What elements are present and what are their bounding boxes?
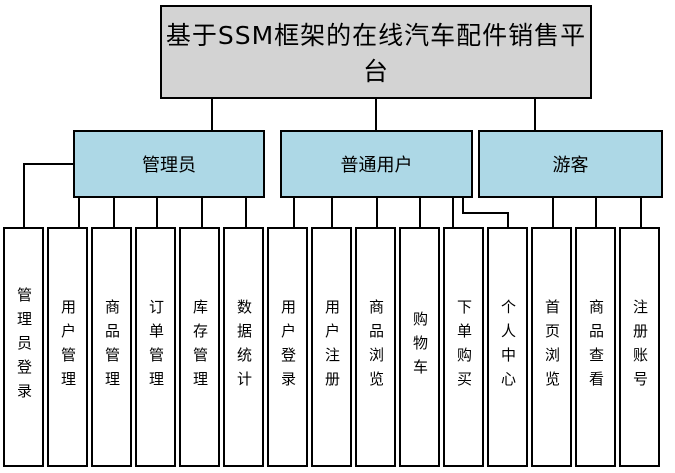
leaf-order-management-label: 订单管理: [147, 299, 165, 395]
connector-user-leaf5: [452, 197, 454, 227]
connector-user-leaf3: [376, 197, 378, 227]
connector-admin-leaf2: [78, 198, 80, 227]
leaf-inventory-management: 库存管理: [179, 227, 220, 467]
leaf-user-management-label: 用户管理: [59, 299, 77, 395]
connector-root-to-user: [375, 99, 377, 130]
group-admin-label: 管理员: [142, 155, 196, 176]
connector-user-leaf2: [331, 197, 333, 227]
leaf-order-management: 订单管理: [135, 227, 176, 467]
root-node-label: 基于SSM框架的在线汽车配件销售平台: [165, 21, 587, 86]
leaf-inventory-management-label: 库存管理: [191, 299, 209, 395]
connector-admin-elbow-v: [23, 163, 25, 227]
leaf-admin-login-label: 管理员登录: [15, 287, 33, 407]
connector-admin-leaf5: [201, 198, 203, 227]
leaf-user-register: 用户注册: [311, 227, 352, 467]
root-node-platform-title: 基于SSM框架的在线汽车配件销售平台: [160, 5, 592, 99]
connector-admin-elbow-h: [23, 163, 73, 165]
leaf-admin-login: 管理员登录: [3, 227, 44, 467]
connector-user-leaf1: [293, 197, 295, 227]
leaf-product-browse: 商品浏览: [355, 227, 396, 467]
connector-admin-leaf3: [113, 198, 115, 227]
leaf-shopping-cart: 购物车: [399, 227, 440, 467]
group-node-user: 普通用户: [280, 130, 473, 198]
leaf-user-management: 用户管理: [47, 227, 88, 467]
leaf-product-view-label: 商品查看: [587, 299, 605, 395]
leaf-register-account: 注册账号: [619, 227, 660, 467]
leaf-personal-center: 个人中心: [487, 227, 528, 467]
leaf-register-account-label: 注册账号: [631, 299, 649, 395]
leaf-shopping-cart-label: 购物车: [411, 311, 429, 383]
connector-admin-leaf6: [245, 198, 247, 227]
leaf-home-browse: 首页浏览: [531, 227, 572, 467]
leaf-product-management-label: 商品管理: [103, 299, 121, 395]
connector-guest-leaf1: [552, 197, 554, 227]
connector-user-elbow-v1: [462, 197, 464, 214]
leaf-place-order: 下单购买: [443, 227, 484, 467]
leaf-product-view: 商品查看: [575, 227, 616, 467]
leaf-product-browse-label: 商品浏览: [367, 299, 385, 395]
leaf-home-browse-label: 首页浏览: [543, 299, 561, 395]
leaf-place-order-label: 下单购买: [455, 299, 473, 395]
group-node-admin: 管理员: [73, 130, 265, 198]
connector-guest-leaf3: [640, 197, 642, 227]
connector-user-elbow-h: [462, 212, 509, 214]
leaf-data-statistics: 数据统计: [223, 227, 264, 467]
leaf-data-statistics-label: 数据统计: [235, 299, 253, 395]
connector-user-elbow-v2: [507, 212, 509, 227]
connector-guest-leaf2: [595, 197, 597, 227]
group-user-label: 普通用户: [340, 155, 413, 176]
leaf-user-register-label: 用户注册: [323, 299, 341, 395]
connector-root-to-admin: [211, 99, 213, 130]
group-node-guest: 游客: [478, 130, 663, 198]
connector-user-leaf4: [419, 197, 421, 227]
leaf-user-login-label: 用户登录: [279, 299, 297, 395]
connector-admin-leaf4: [156, 198, 158, 227]
leaf-product-management: 商品管理: [91, 227, 132, 467]
leaf-personal-center-label: 个人中心: [499, 299, 517, 395]
leaf-user-login: 用户登录: [267, 227, 308, 467]
connector-root-to-guest: [534, 99, 536, 130]
group-guest-label: 游客: [552, 155, 589, 176]
